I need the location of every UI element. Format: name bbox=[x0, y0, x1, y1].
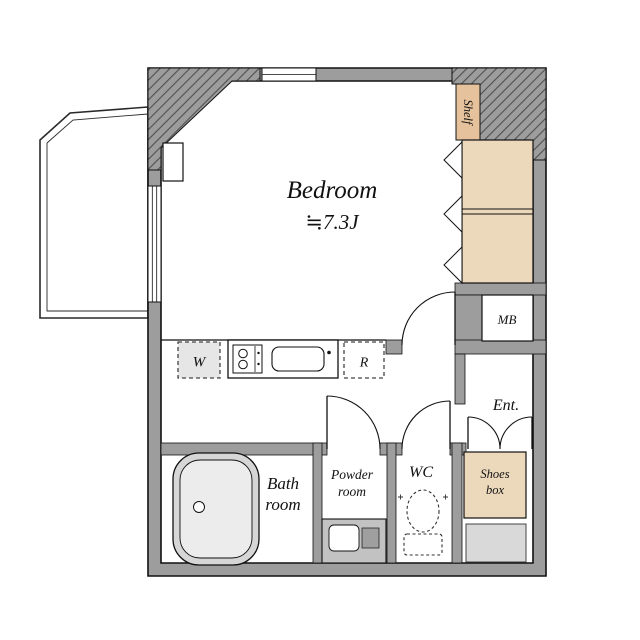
balcony-window bbox=[147, 185, 162, 303]
entrance-door-arc-right bbox=[499, 416, 533, 450]
balcony bbox=[39, 106, 149, 319]
entrance-door bbox=[467, 416, 533, 450]
closet-door-fold-3 bbox=[443, 245, 463, 285]
shelf: Shelf bbox=[455, 83, 481, 141]
bathtub-inner bbox=[179, 459, 253, 559]
washer-label: W bbox=[193, 355, 207, 371]
entrance-label: Ent. bbox=[492, 397, 519, 414]
wall-bath-top bbox=[160, 442, 328, 456]
shelf-label: Shelf bbox=[461, 100, 475, 127]
bedroom-size-label: ≒7.3J bbox=[305, 210, 360, 234]
bath-room-label-line2: room bbox=[265, 495, 300, 514]
closet bbox=[443, 139, 534, 285]
shelf-strip bbox=[455, 83, 481, 141]
wall-bath-powder-divider bbox=[312, 442, 323, 564]
kitchen-sink-icon bbox=[271, 346, 325, 372]
wall-wc-entrance-divider bbox=[451, 442, 463, 564]
refrigerator-label: R bbox=[359, 356, 369, 371]
stove-icon bbox=[232, 344, 263, 374]
meter-box-frame bbox=[481, 294, 534, 342]
entrance-door-arc-left bbox=[467, 416, 501, 450]
wc-label: WC bbox=[409, 464, 433, 481]
balcony-inner-line bbox=[46, 113, 149, 312]
bath-room: Bath room bbox=[172, 452, 301, 566]
wc-room: WC bbox=[398, 464, 448, 556]
closet-door-fold-1 bbox=[443, 140, 463, 180]
bedroom-door-arc bbox=[401, 291, 456, 346]
shoes-box-label-line1: Shoes bbox=[480, 467, 509, 481]
toilet-marks bbox=[398, 494, 448, 500]
wc-door bbox=[401, 400, 451, 450]
faucet-dot bbox=[327, 350, 331, 355]
pillar-box bbox=[162, 142, 184, 182]
closet-area bbox=[461, 139, 534, 284]
top-window bbox=[261, 67, 317, 82]
entrance-floor bbox=[465, 523, 527, 563]
wall-powder-wc-divider bbox=[386, 442, 397, 564]
wall-hatch-top-left bbox=[147, 67, 261, 171]
powder-room-label-line2: room bbox=[338, 484, 366, 499]
wall-below-closet bbox=[454, 282, 547, 296]
toilet-tank bbox=[403, 533, 443, 556]
powder-room-label-line1: Powder bbox=[330, 467, 374, 482]
bedroom-area: Bedroom ≒7.3J bbox=[287, 177, 378, 234]
powder-sink-bowl bbox=[328, 524, 360, 552]
bathtub-drain bbox=[193, 501, 205, 513]
meter-box-label: MB bbox=[497, 312, 517, 327]
shoes-box-label-line2: box bbox=[486, 483, 505, 497]
wall-below-meter-box bbox=[454, 339, 547, 355]
kitchen: W R bbox=[177, 339, 385, 379]
bath-room-label-line1: Bath bbox=[267, 474, 299, 493]
stove-burner-2 bbox=[238, 359, 248, 370]
stove-burner-1 bbox=[238, 348, 248, 359]
wc-door-arc bbox=[401, 400, 451, 450]
shoes-box bbox=[463, 451, 527, 519]
interior-walls bbox=[160, 282, 547, 564]
powder-cabinet bbox=[361, 527, 380, 549]
bedroom-label: Bedroom bbox=[287, 177, 378, 204]
entrance-area: Ent. Shoes box bbox=[463, 397, 527, 563]
stove-knob-1 bbox=[257, 351, 260, 355]
powder-room: Powder room bbox=[321, 467, 387, 564]
washer-box bbox=[177, 341, 221, 379]
wall-bedroom-door-stub bbox=[385, 339, 403, 355]
toilet-bowl bbox=[406, 489, 440, 533]
wall-left-of-meter-box bbox=[454, 294, 483, 342]
refrigerator-box bbox=[343, 341, 385, 379]
powder-room-door bbox=[326, 395, 381, 450]
stove-knob-2 bbox=[257, 362, 260, 366]
meter-box: MB bbox=[481, 294, 534, 342]
balcony-window-frame bbox=[147, 185, 162, 303]
outer-wall bbox=[147, 67, 547, 577]
powder-door-arc bbox=[326, 395, 381, 450]
wall-corridor-entrance-stub bbox=[454, 353, 466, 405]
balcony-outline bbox=[39, 106, 149, 319]
bedroom-door bbox=[401, 291, 456, 346]
closet-door-fold-2 bbox=[443, 194, 463, 234]
